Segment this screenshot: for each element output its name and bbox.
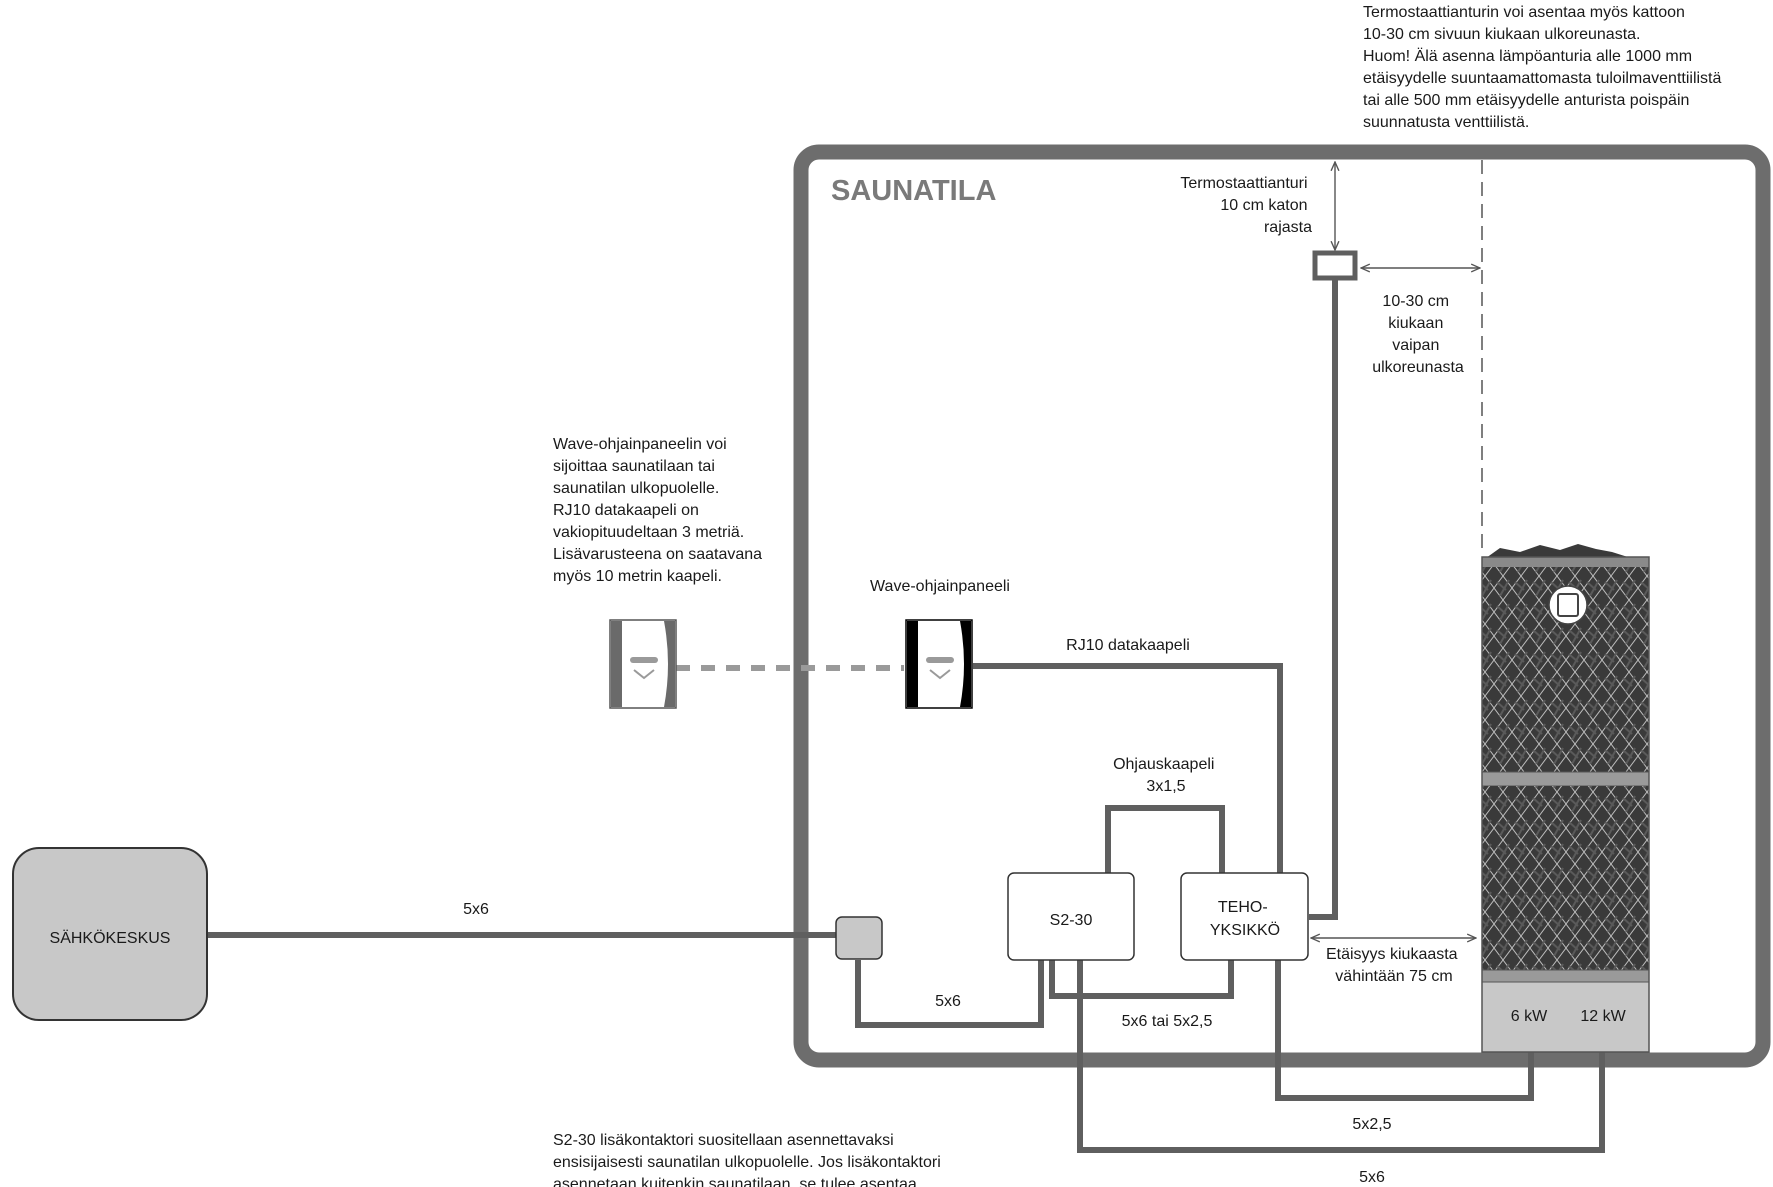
contactor-placement-note: S2-30 lisäkontaktori suositellaan asenne…	[553, 1132, 941, 1187]
heater-power-12kw: 12 kW	[1580, 1008, 1626, 1025]
wave-panel-inside	[905, 619, 973, 709]
sauna-room-wall	[793, 144, 1771, 1068]
junction-box	[835, 916, 883, 960]
sensor-label-line: Termostaattianturi	[1180, 175, 1307, 192]
svg-text:TEHO- YKSIKKÖ: TEHO- YKSIKKÖ	[1210, 899, 1280, 939]
wave-panel-label: Wave-ohjainpaneeli	[870, 578, 1010, 595]
12kw-cable-label: 5x6	[1359, 1169, 1385, 1186]
main-panel-label: SÄHKÖKESKUS	[50, 929, 171, 947]
clearance-label: Etäisyys kiukaasta	[1326, 946, 1458, 963]
cable-junction-to-s2	[855, 960, 1044, 1028]
ceiling-sensor-note: Termostaattianturin voi asentaa myös kat…	[1363, 4, 1722, 131]
sensor-label-line: rajasta	[1264, 219, 1312, 236]
sauna-heater	[1481, 544, 1650, 1053]
thermostat-sensor	[1312, 250, 1358, 281]
power-unit	[1180, 872, 1309, 961]
sensor-cable	[1309, 280, 1338, 920]
heater-power-6kw: 6 kW	[1511, 1008, 1548, 1025]
sensor-distance-line: kiukaan	[1388, 315, 1443, 332]
main-electrical-panel	[12, 847, 208, 1021]
heater-logo-icon	[1548, 585, 1588, 625]
sensor-distance-line: 10-30 cm	[1382, 293, 1449, 310]
sensor-distance-line: ulkoreunasta	[1372, 359, 1464, 376]
clearance-label: vähintään 75 cm	[1335, 968, 1452, 985]
cable-to-6kw	[1275, 960, 1534, 1101]
wave-panel-outside	[609, 619, 677, 709]
contactor-label: S2-30	[1050, 912, 1093, 929]
control-cable	[1105, 805, 1225, 873]
cable-routes	[207, 280, 1605, 1153]
room-title: SAUNATILA	[831, 175, 996, 207]
svg-text:Termostaattianturi 10 cm k: Termostaattianturi 10 cm katon rajasta	[1180, 175, 1312, 236]
control-cable-label: Ohjauskaapeli	[1113, 756, 1214, 773]
cable-to-12kw	[1077, 960, 1605, 1153]
svg-text:Ohjauskaapeli 3x1,5: Ohjauskaapeli 3x1,5	[1113, 756, 1219, 795]
svg-text:Etäisyys kiukaasta vähintä: Etäisyys kiukaasta vähintään 75 cm	[1326, 946, 1462, 985]
junction-cable-label: 5x6	[935, 993, 961, 1010]
sensor-label-line: 10 cm katon	[1220, 197, 1307, 214]
panel-placement-note: Wave-ohjainpaneelin voi sijoittaa saunat…	[553, 436, 763, 585]
power-unit-label: TEHO-	[1218, 899, 1268, 916]
cable-s2-to-teho	[1049, 960, 1234, 999]
6kw-cable-label: 5x2,5	[1352, 1116, 1391, 1133]
main-cable-label: 5x6	[463, 901, 489, 918]
s2-30-contactor	[1007, 872, 1135, 961]
rj10-cable-label: RJ10 datakaapeli	[1066, 637, 1190, 654]
control-cable-label: 3x1,5	[1146, 778, 1185, 795]
svg-text:10-30 cm kiukaan vaipa: 10-30 cm kiukaan vaipan ulkoreunasta	[1372, 293, 1464, 376]
sensor-distance-line: vaipan	[1392, 337, 1439, 354]
rj10-cable	[973, 663, 1283, 873]
power-unit-label: YKSIKKÖ	[1210, 921, 1280, 939]
s2-teho-cable-label: 5x6 tai 5x2,5	[1122, 1013, 1213, 1030]
